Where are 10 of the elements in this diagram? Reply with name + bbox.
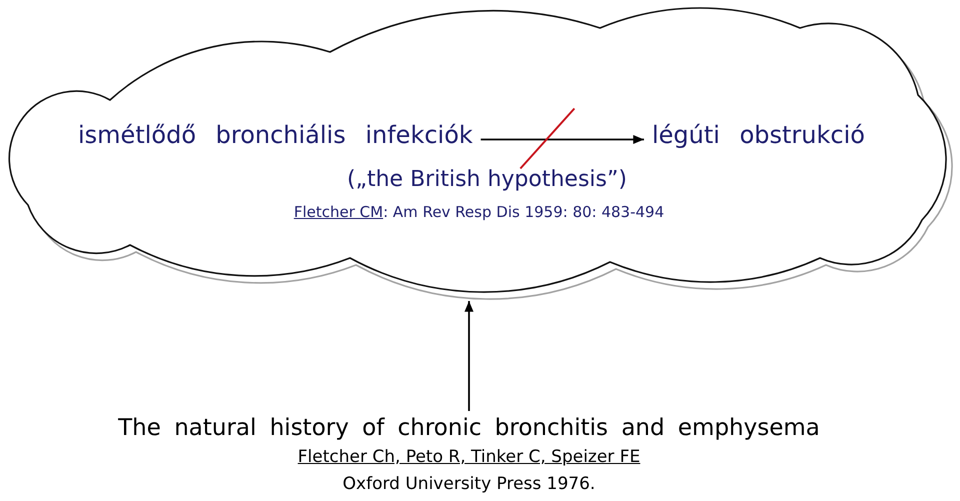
cloud-shape — [6, 6, 956, 300]
book-title: The natural history of chronic bronchitis and emphysema — [118, 414, 820, 443]
citation-text: Fletcher CM: Am Rev Resp Dis 1959: 80: 483-494 — [294, 203, 664, 222]
author-list: Fletcher Ch, Peto R, Tinker C, Speizer FE — [298, 447, 640, 468]
effect-text: légúti obstrukció — [644, 120, 873, 150]
hypothesis-text: („the British hypothesis”) — [347, 166, 627, 194]
arrow — [464, 301, 474, 411]
publisher-text: Oxford University Press 1976. — [342, 474, 596, 495]
cause-text: ismétlődő bronchiális infekciók — [70, 120, 481, 150]
arrow — [480, 135, 644, 144]
